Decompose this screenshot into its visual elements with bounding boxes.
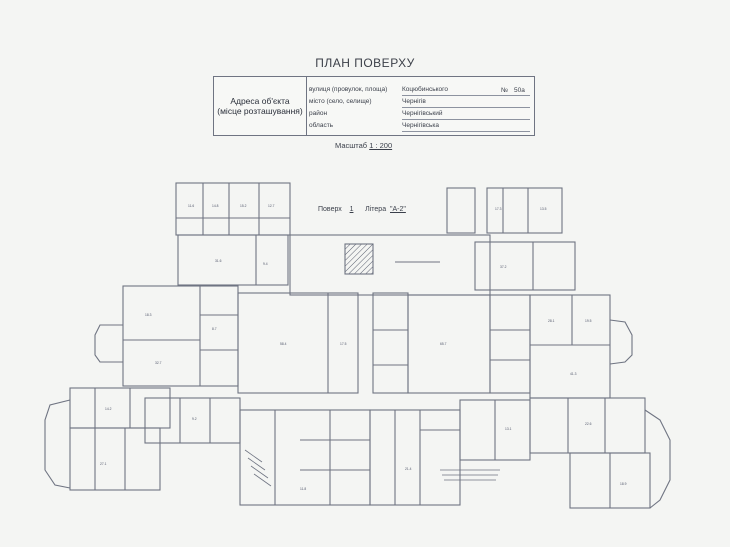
svg-text:28.1: 28.1 <box>548 319 555 323</box>
apse <box>644 409 671 509</box>
page-title: ПЛАН ПОВЕРХУ <box>315 56 415 70</box>
bay-window <box>94 324 123 363</box>
svg-text:31.6: 31.6 <box>215 259 222 263</box>
svg-text:32.7: 32.7 <box>155 361 162 365</box>
street-value: Коцюбинського <box>402 86 448 93</box>
svg-text:17.3: 17.3 <box>495 207 502 211</box>
room-block <box>474 241 576 291</box>
district-value: Чернігівський <box>402 110 443 117</box>
address-table: Адреса об'єкта (місце розташування) вули… <box>213 76 535 136</box>
svg-text:13.1: 13.1 <box>505 427 512 431</box>
room-block <box>177 234 289 286</box>
svg-text:11.8: 11.8 <box>300 487 306 491</box>
room-block <box>122 285 239 387</box>
litera-value: "А-2" <box>390 206 406 213</box>
room-block <box>175 182 291 236</box>
floor-litera-line: Поверх 1 Літера "А-2" <box>318 206 406 213</box>
address-label: Адреса об'єкта (місце розташування) <box>214 77 307 135</box>
svg-text:41.3: 41.3 <box>570 372 577 376</box>
room-block <box>486 187 563 234</box>
apse <box>44 399 71 489</box>
scale-line: Масштаб 1 : 200 <box>335 141 392 150</box>
svg-text:14.8: 14.8 <box>212 204 219 208</box>
address-row-key: район <box>309 110 328 117</box>
svg-text:14.2: 14.2 <box>105 407 112 411</box>
svg-text:37.2: 37.2 <box>500 265 507 269</box>
svg-text:22.6: 22.6 <box>585 422 592 426</box>
hall <box>237 292 359 394</box>
corridor <box>289 234 491 296</box>
address-row-key: вулиця (провулок, площа) <box>309 86 388 93</box>
address-row-key: місто (село, селище) <box>309 98 372 105</box>
house-number-label: № <box>501 87 508 94</box>
svg-text:58.4: 58.4 <box>280 342 287 346</box>
svg-text:12.7: 12.7 <box>268 204 275 208</box>
svg-text:18.9: 18.9 <box>620 482 627 486</box>
address-label-line2: (місце розташування) <box>217 106 303 116</box>
house-number: 50а <box>514 87 525 94</box>
svg-text:27.1: 27.1 <box>100 462 107 466</box>
address-row-value: Коцюбинського <box>402 86 530 96</box>
svg-text:8.7: 8.7 <box>212 327 217 331</box>
floor-label: Поверх <box>318 206 342 213</box>
svg-text:17.5: 17.5 <box>340 342 347 346</box>
scale-label: Масштаб <box>335 141 368 150</box>
svg-text:13.5: 13.5 <box>540 207 547 211</box>
plan-walls <box>44 182 671 509</box>
address-row-city: місто (село, селище) Чернігів <box>307 95 533 109</box>
address-row-district: район Чернігівський <box>307 107 533 121</box>
address-label-line1: Адреса об'єкта <box>230 96 290 106</box>
svg-text:9.4: 9.4 <box>263 262 268 266</box>
litera-label: Літера <box>365 206 387 213</box>
city-value: Чернігів <box>402 98 426 105</box>
bay-window <box>609 319 633 365</box>
address-row-value: Чернігів <box>402 98 530 108</box>
hall <box>407 294 491 394</box>
region-value: Чернігівська <box>402 122 440 129</box>
room-block <box>489 294 531 394</box>
room-block <box>69 387 171 429</box>
svg-text:9.2: 9.2 <box>192 417 197 421</box>
svg-text:65.7: 65.7 <box>440 342 447 346</box>
svg-text:19.5: 19.5 <box>585 319 592 323</box>
floor-value: 1 <box>349 206 354 213</box>
room-block <box>69 427 161 491</box>
room-block <box>529 294 611 399</box>
svg-text:18.3: 18.3 <box>145 313 152 317</box>
address-row-value: Чернігівський <box>402 110 530 120</box>
address-row-street: вулиця (провулок, площа) Коцюбинського <box>307 83 533 97</box>
room-block <box>446 187 476 234</box>
svg-text:11.6: 11.6 <box>188 204 194 208</box>
address-row-key: область <box>309 122 334 129</box>
room-block <box>372 292 409 394</box>
scale-value: 1 : 200 <box>369 141 393 150</box>
staircase <box>344 243 374 275</box>
svg-text:21.4: 21.4 <box>405 467 412 471</box>
address-row-region: область Чернігівська <box>307 119 533 133</box>
room-block <box>369 409 461 506</box>
address-row-value: Чернігівська <box>402 122 530 132</box>
svg-text:15.2: 15.2 <box>240 204 247 208</box>
